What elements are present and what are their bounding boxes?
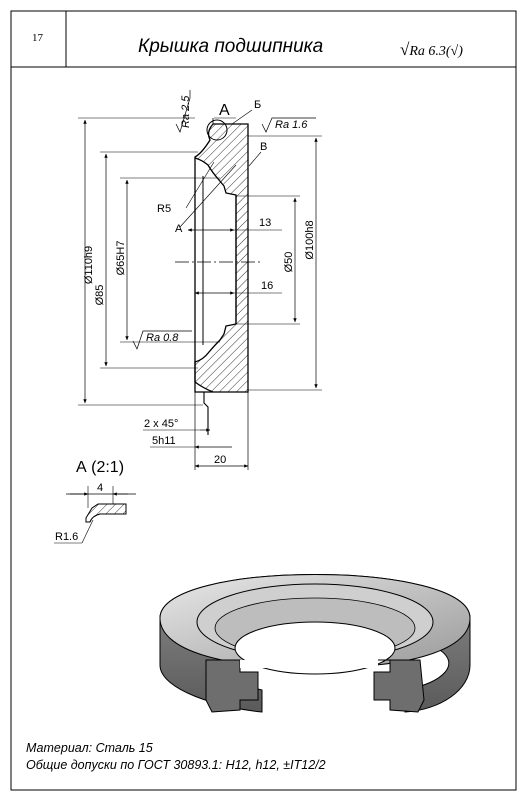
cut-face-right (373, 659, 425, 713)
page-number: 17 (32, 32, 43, 44)
section-view: Ø110h9 Ø85 Ø65H7 Ø100h8 Ø50 13 16 2 x 45… (78, 90, 322, 470)
material-note: Материал: Сталь 15 (26, 741, 153, 755)
chamfer-profile (203, 392, 209, 435)
roughness-25-label: Ra 2.5 (180, 95, 192, 128)
dim-13-label: 13 (259, 217, 271, 229)
isometric-view (159, 574, 471, 713)
general-roughness: √Ra 6.3(√) (400, 40, 463, 60)
dim-d110-label: Ø110h9 (83, 246, 95, 284)
dim-d50-label: Ø50 (283, 252, 295, 273)
dim-d100-label: Ø100h8 (304, 220, 316, 259)
detail-radius-label: R1.6 (55, 531, 78, 543)
roughness-16-label: Ra 1.6 (275, 119, 308, 131)
roughness-sign-16 (261, 117, 316, 133)
detail-view: А (2:1) 4 R1.6 (54, 459, 136, 544)
dim-16-label: 16 (261, 280, 273, 292)
detail-title: А (2:1) (76, 459, 124, 476)
sheet-frame (10, 10, 517, 791)
leader-b (231, 109, 253, 125)
letter-a-left: А (175, 223, 183, 235)
roughness-08-label: Ra 0.8 (146, 332, 179, 344)
detail-radius-leader (81, 519, 94, 544)
detail-width-label: 4 (97, 482, 103, 494)
dim-d65-label: Ø65H7 (115, 241, 127, 276)
leader-v (248, 151, 262, 167)
roughness-sign-25 (175, 97, 191, 133)
dim-5-label: 5h11 (152, 435, 176, 447)
letter-a-top: А (219, 102, 230, 119)
leader-r5 (185, 161, 215, 209)
radius-r5-label: R5 (157, 203, 171, 215)
letter-v: В (260, 141, 267, 153)
dim-d85-label: Ø85 (94, 285, 106, 306)
roughness-sign-08 (132, 330, 192, 350)
general-roughness-value: Ra 6.3(√) (409, 44, 463, 59)
part-title: Крышка подшипника (138, 36, 324, 57)
radical-sign: √ (400, 40, 410, 59)
leader-a (179, 164, 237, 228)
detail-a-circle (206, 119, 228, 141)
tolerance-note: Общие допуски по ГОСТ 30893.1: H12, h12,… (26, 758, 326, 772)
dim-20-label: 20 (214, 454, 226, 466)
dim-chamfer-label: 2 x 45° (144, 418, 178, 430)
letter-b: Б (254, 99, 261, 111)
detail-profile (85, 503, 127, 523)
